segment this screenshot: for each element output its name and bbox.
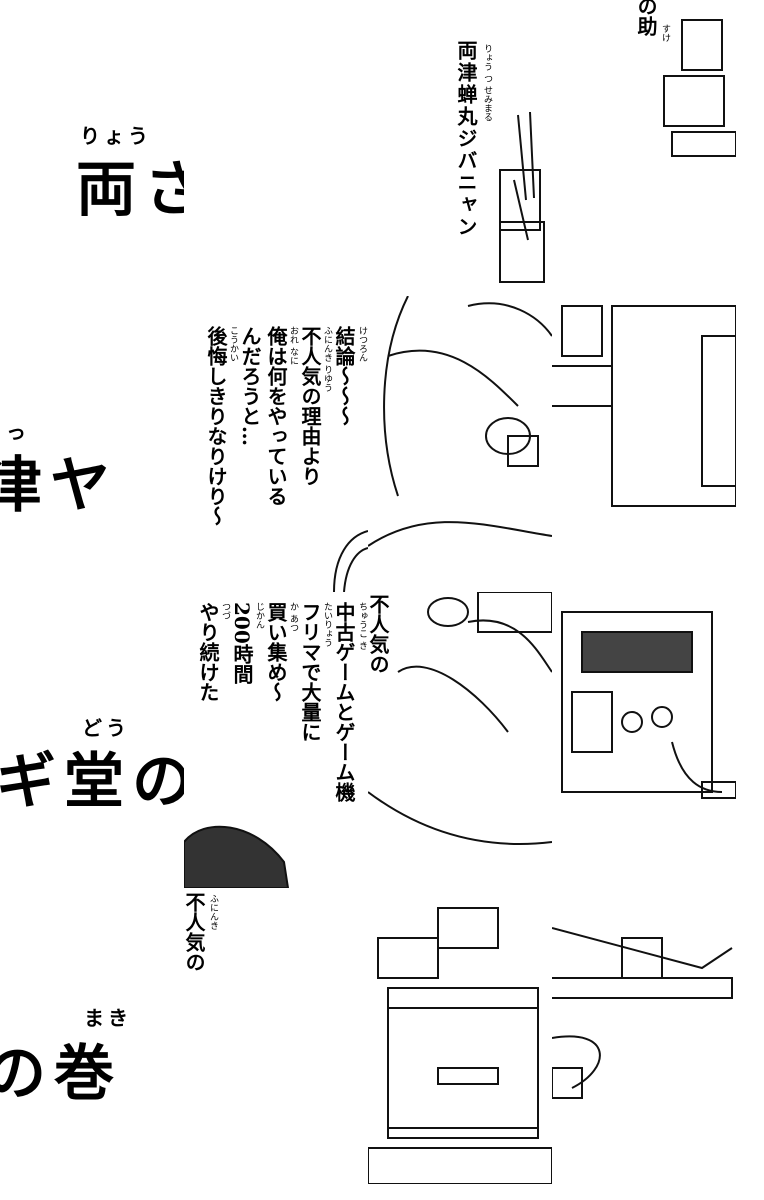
caption-line: フリマで大量に	[298, 602, 322, 742]
gamer-illustration-2: 不人気の	[368, 592, 552, 888]
ruby: ふにんき りゆう	[322, 326, 332, 392]
ruby: つづ	[220, 602, 230, 620]
title-text: 津ヤ	[0, 451, 118, 521]
title-ruby: りょう	[80, 124, 152, 148]
caption-line: 中古ゲームとゲーム機	[332, 602, 356, 802]
ruby: こうかい	[228, 326, 238, 362]
title-tile-4: まき の巻	[0, 888, 184, 1184]
ruby: ちゅうこ き	[357, 602, 367, 650]
name-suffix-tile: の助 すけ	[552, 0, 736, 296]
caption-line: 結論〜〜〜	[332, 326, 356, 426]
ruby: たいりょう	[322, 602, 332, 647]
console-illustration	[552, 592, 736, 888]
ruby: おれ なに	[288, 326, 298, 365]
controller-illustration	[663, 19, 736, 157]
ruby: か あつ	[288, 602, 298, 632]
character-head-illustration	[184, 825, 290, 888]
ruby: ふにんき	[208, 894, 218, 930]
caption-tile-1: けつろん 結論〜〜〜 ふにんき りゆう 不人気の理由より おれ なに 俺は何をや…	[184, 296, 368, 592]
caption-line: 不人気の理由より	[298, 326, 322, 486]
caption-line: 買い集め〜	[264, 602, 288, 702]
caption-line: 後悔しきりなりけり〜	[204, 326, 228, 526]
title-text: 両さ	[76, 155, 184, 225]
caption-tile-3: ふにんき 不人気の	[184, 888, 368, 1184]
caption-line: 200時間	[230, 602, 254, 684]
title-ruby: どう	[82, 716, 130, 740]
blank-tile	[184, 0, 368, 296]
monitor-illustration	[552, 296, 736, 592]
cartridge-box-illustration	[368, 888, 552, 1184]
joystick-illustration	[552, 888, 736, 1184]
ruby: けつろん	[357, 326, 367, 362]
caption-line: やり続けた	[196, 602, 220, 702]
title-tile-3: どう ギ堂の	[0, 592, 184, 888]
title-ruby: まき	[84, 1006, 132, 1030]
character-hair-illustration	[333, 530, 368, 592]
title-text: ギ堂の	[0, 747, 184, 817]
gamer-illustration	[368, 296, 552, 592]
ruby: じかん	[254, 602, 264, 629]
caption-tile-2: ちゅうこ き 中古ゲームとゲーム機 たいりょう フリマで大量に か あつ 買い集…	[184, 592, 368, 888]
name-suffix: の助	[634, 0, 658, 36]
cups-illustration	[499, 111, 545, 283]
character-name: 両津蝉丸ジバニャン	[454, 40, 478, 238]
caption-partial: 不人気の	[184, 892, 206, 972]
name-suffix-ruby: すけ	[660, 24, 670, 42]
caption-line: んだろうと…	[238, 326, 262, 446]
name-tile: 両津蝉丸ジバニャン りょう つ せみまる	[368, 0, 552, 296]
caption-line: 俺は何をやっている	[264, 326, 288, 506]
title-ruby: っ	[6, 420, 30, 444]
caption-partial: 不人気の	[368, 594, 390, 674]
name-ruby: りょう つ せみまる	[482, 44, 492, 122]
title-text: の巻	[0, 1039, 122, 1109]
title-tile-1: りょう 両さ	[0, 0, 184, 296]
title-tile-2: っ 津ヤ	[0, 296, 184, 592]
